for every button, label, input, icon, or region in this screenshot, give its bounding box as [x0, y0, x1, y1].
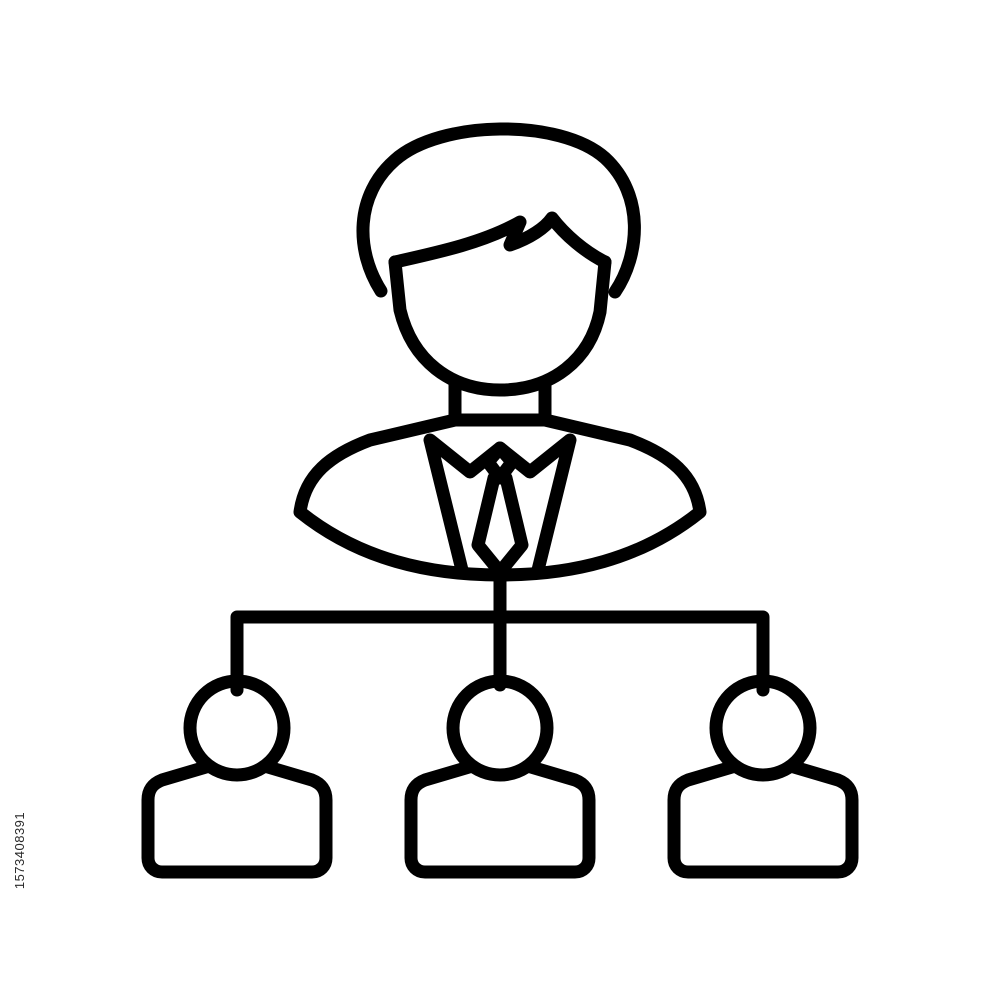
manager-face [388, 255, 612, 397]
team-member-icon [667, 674, 859, 879]
team-member-icon [404, 674, 596, 879]
stock-id-label: 1573408391 [6, 760, 34, 940]
manager-neck [448, 375, 552, 427]
manager-collar [423, 433, 577, 577]
manager-hair [356, 122, 641, 299]
org-connector-icon [230, 568, 770, 697]
manager-icon [293, 122, 707, 582]
team-member-icon [141, 674, 333, 879]
stock-id-text: 1573408391 [12, 811, 28, 889]
manager-tie [471, 441, 529, 579]
manager-fringe [388, 211, 612, 269]
